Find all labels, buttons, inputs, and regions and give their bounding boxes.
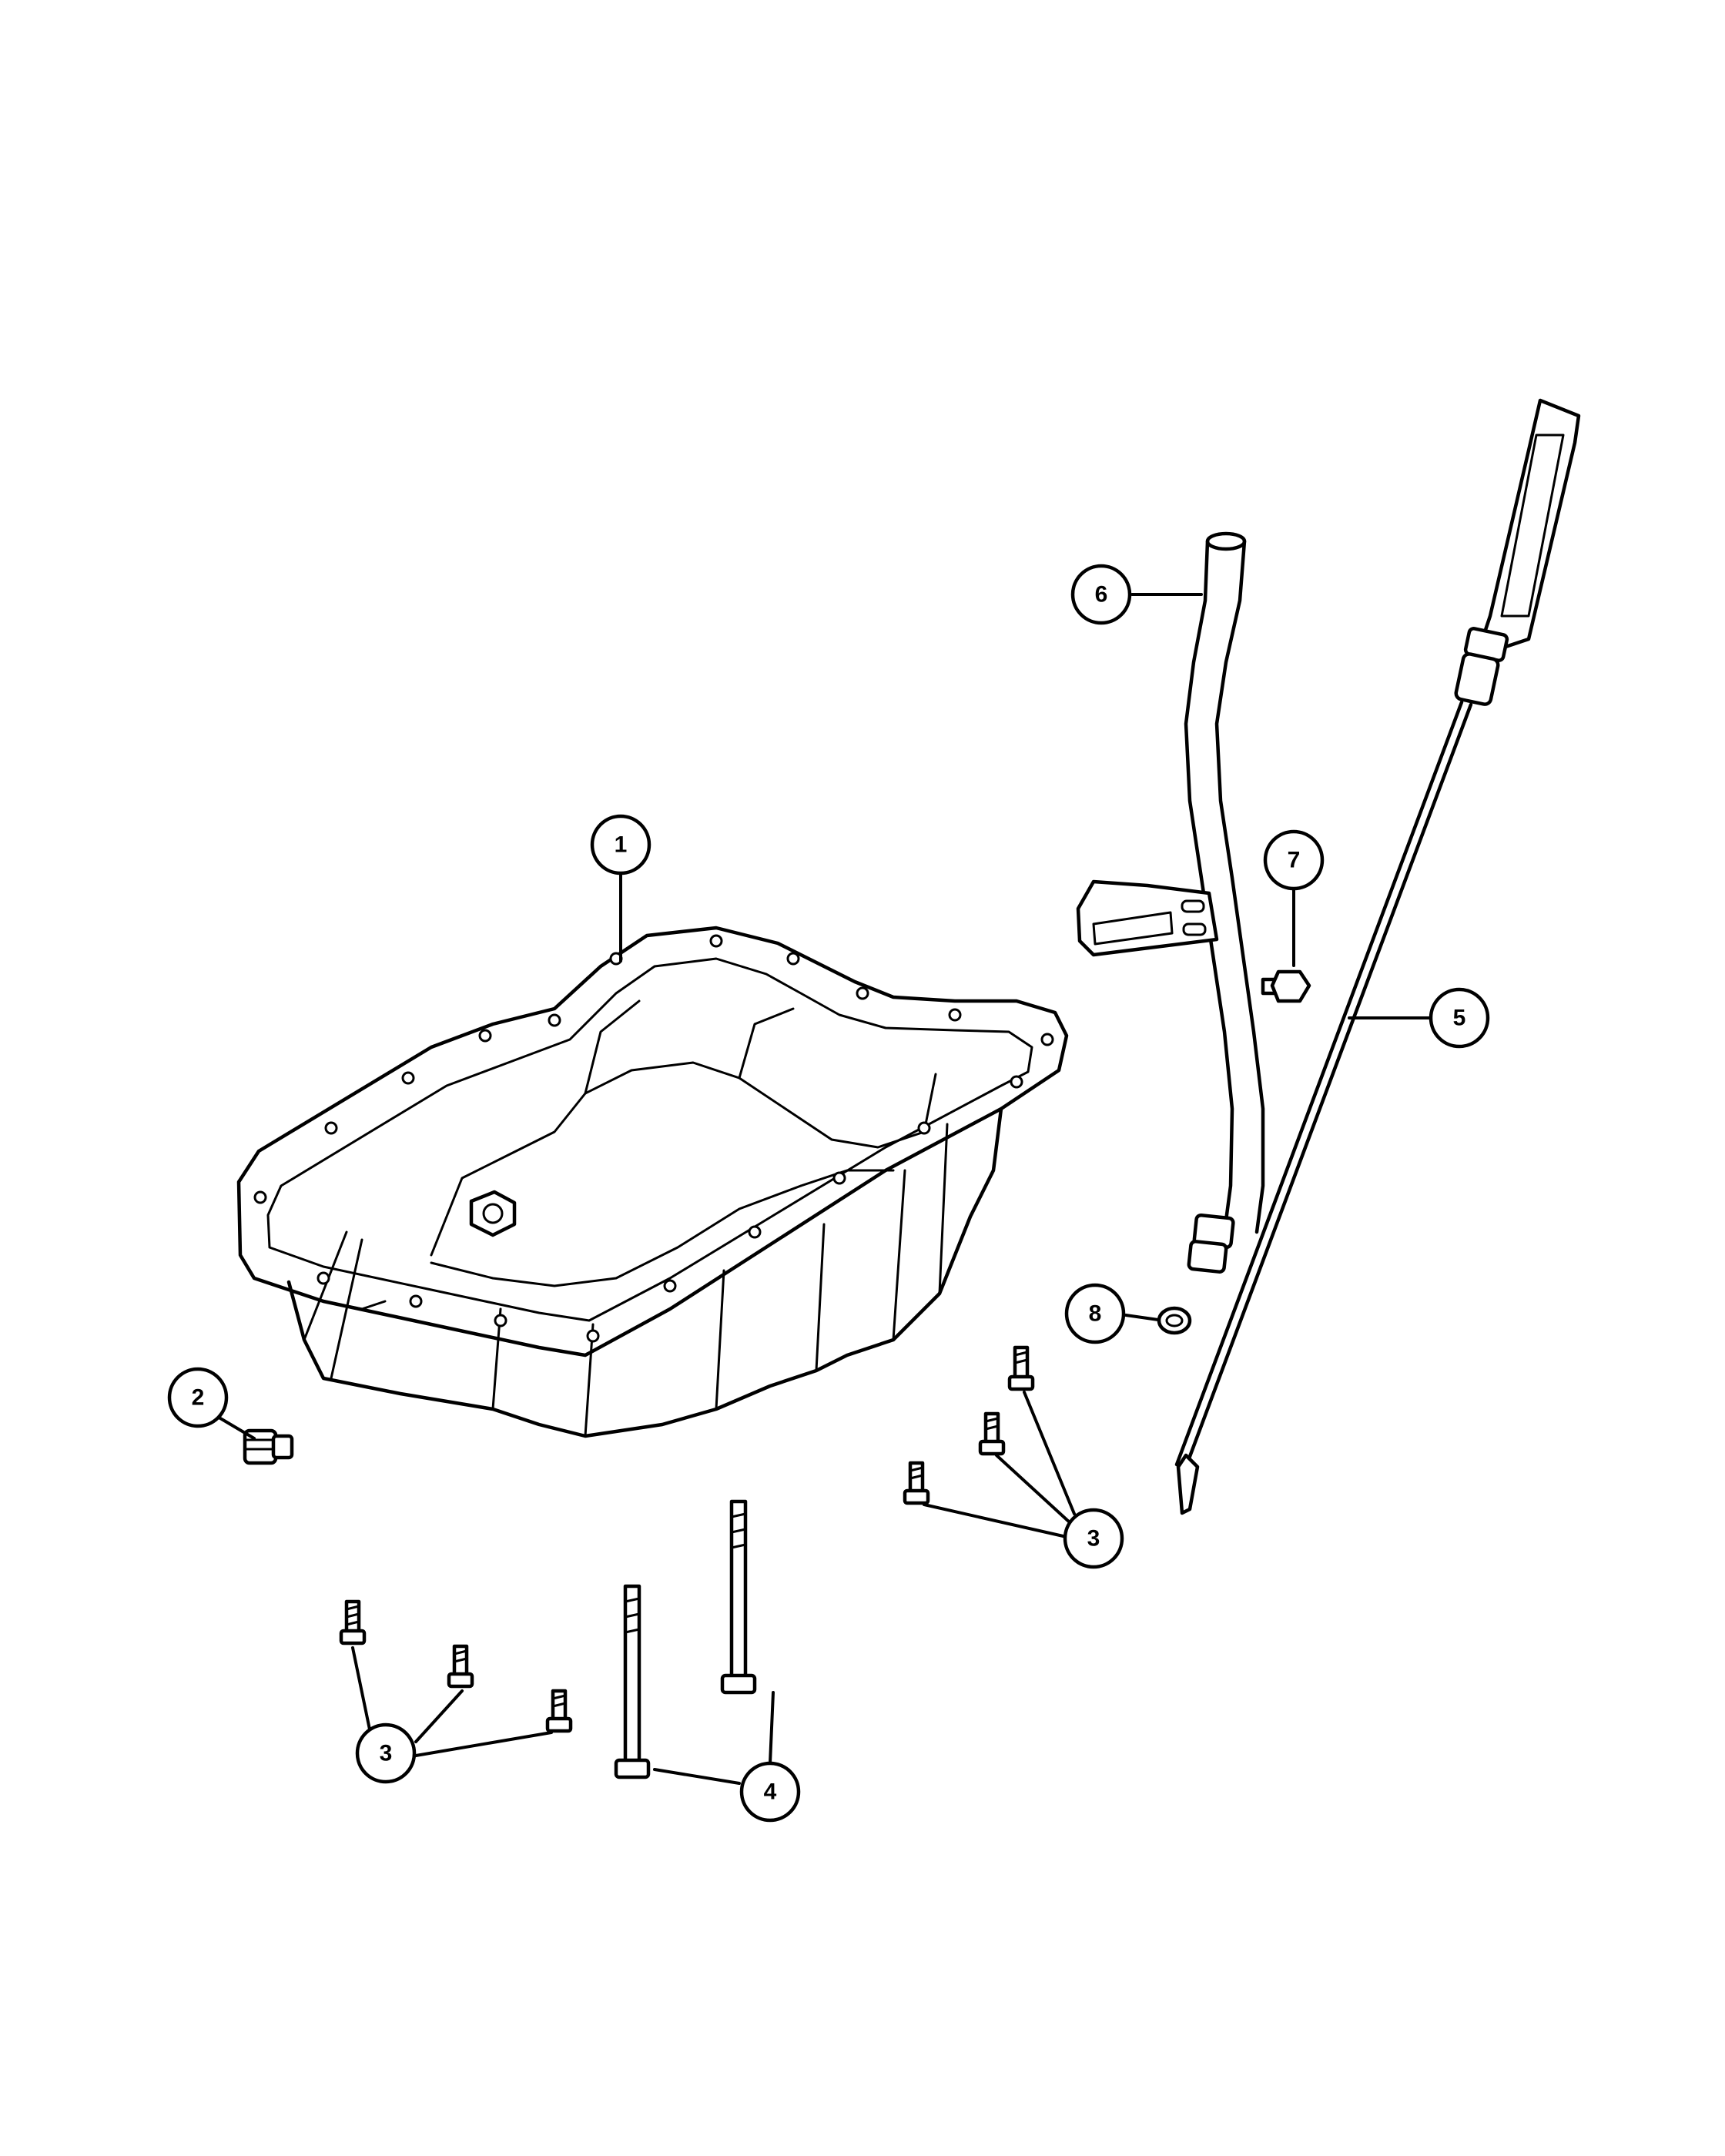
callout-3-right: 3 bbox=[1063, 1508, 1124, 1569]
pan-bolts-left bbox=[339, 1599, 573, 1733]
svg-text:1: 1 bbox=[615, 832, 628, 858]
callout-1: 1 bbox=[590, 814, 651, 875]
svg-text:5: 5 bbox=[1453, 1006, 1466, 1031]
leader-lines bbox=[211, 593, 1431, 1785]
o-ring bbox=[1157, 1306, 1192, 1335]
callout-4: 4 bbox=[739, 1761, 801, 1823]
pan-bolts-right bbox=[903, 1345, 1035, 1505]
dipstick bbox=[1174, 398, 1581, 1515]
long-bolts bbox=[614, 1499, 757, 1779]
svg-text:3: 3 bbox=[1087, 1526, 1100, 1552]
svg-text:6: 6 bbox=[1095, 582, 1108, 608]
svg-text:7: 7 bbox=[1288, 848, 1301, 873]
dipstick-tube bbox=[1076, 531, 1265, 1274]
callout-8: 8 bbox=[1064, 1283, 1126, 1344]
callout-2: 2 bbox=[167, 1367, 229, 1428]
svg-text:4: 4 bbox=[764, 1779, 777, 1805]
oil-pan bbox=[236, 926, 1069, 1438]
svg-text:8: 8 bbox=[1089, 1301, 1102, 1327]
flange-holes bbox=[253, 934, 1054, 1343]
callout-7: 7 bbox=[1263, 829, 1325, 891]
svg-text:2: 2 bbox=[192, 1385, 205, 1411]
svg-text:3: 3 bbox=[380, 1741, 393, 1766]
callout-3-left: 3 bbox=[355, 1722, 417, 1784]
callout-6: 6 bbox=[1070, 564, 1132, 625]
tube-bolt bbox=[1261, 969, 1311, 1003]
callout-5: 5 bbox=[1429, 987, 1490, 1049]
